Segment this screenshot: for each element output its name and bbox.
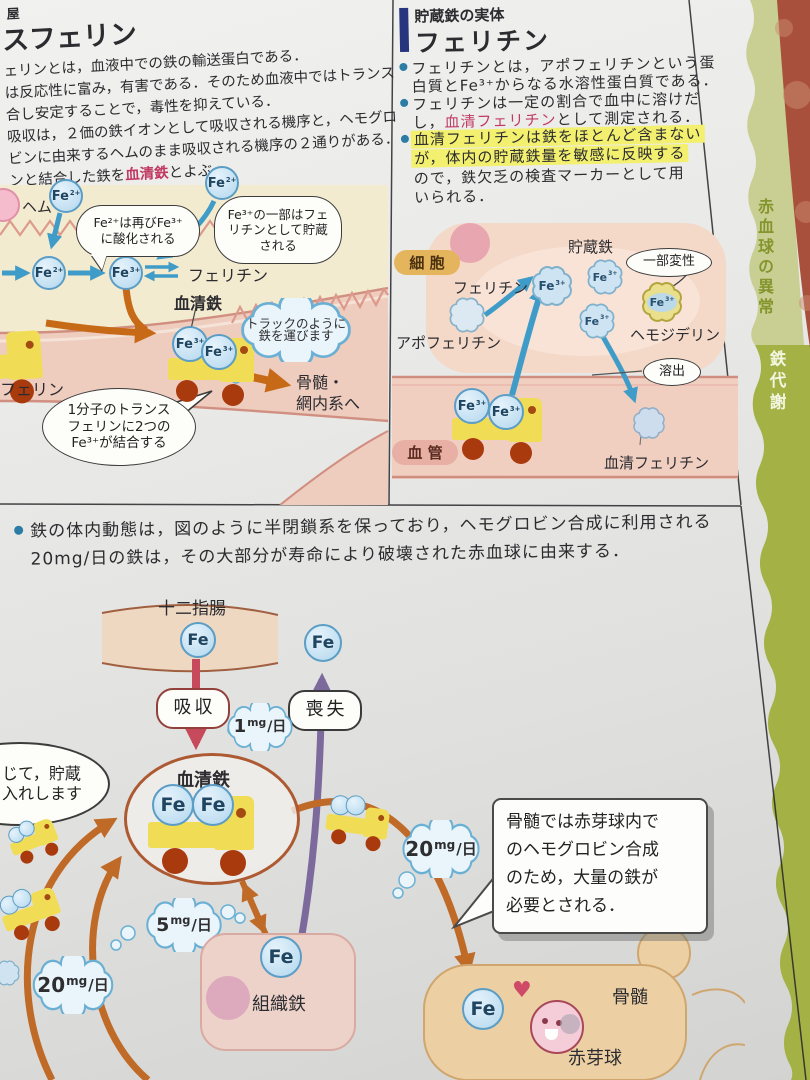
marrow-note-line: 骨髄では赤芽球内で: [506, 812, 659, 832]
note-line: 20mg/日の鉄は，その大部分が寿命により破壊された赤血球に由来する．: [30, 541, 631, 570]
mini-truck: [0, 877, 71, 949]
serum-iron-label: 血清鉄: [174, 294, 223, 313]
fe-ion: Fe: [304, 624, 342, 662]
cell-nucleus-patch: [560, 1014, 580, 1034]
marrow-note-box: 骨髄では赤芽球内で のヘモグロビン合成 のため，大量の鉄が 必要とされる．: [492, 798, 708, 934]
ferritin-label: フェリチン: [453, 279, 529, 297]
left-heading-fragment: スフェリン: [1, 18, 138, 57]
sidebar-tab-section: 鉄代謝: [767, 350, 786, 415]
bone-marrow-label: 骨髄: [612, 987, 648, 1008]
bullet-dot: [400, 134, 409, 144]
serum-ferritin-label: 血清フェリチン: [604, 454, 710, 472]
marrow-note-line: のヘモグロビン合成: [506, 840, 659, 860]
oxidation-speech-bubble: Fe²⁺は再びFe³⁺ に酸化される: [76, 205, 200, 270]
bullet-dot: [399, 62, 408, 72]
transferrin-binding-bubble: 1分子のトランス フェリンに2つの Fe³⁺が結合する: [42, 388, 196, 466]
right-heading: フェリチン: [414, 25, 551, 58]
mouth: [545, 1029, 558, 1040]
bullet-dot: [400, 98, 409, 108]
right-column-text: 貯蔵鉄の実体 フェリチン フェリチンとは，アポフェリチンという蛋 白質とFe³⁺…: [0, 0, 810, 207]
side-tab-dark-strip: [752, 345, 810, 1080]
storage-note-bubble: じて，貯蔵 入れします: [0, 742, 110, 826]
tissue-cell-circle: [206, 976, 250, 1020]
sidebar-tab-chapter: 赤血球の異常: [755, 198, 774, 318]
fe-ion: Fe: [192, 784, 234, 826]
marrow-note-line: のため，大量の鉄が: [506, 868, 659, 888]
storage-speech-bubble: Fe³⁺の一部はフェ リチンとして貯蔵 される: [214, 196, 342, 264]
heme-label: ヘム: [22, 198, 53, 216]
left-column-text: 屋 スフェリン ェリンとは，血液中での鉄の輸送蛋白である． は反応性に富み，有害…: [0, 0, 399, 190]
heading-accent-bar: [399, 7, 410, 53]
marrow-note-line: 必要とされる．: [506, 896, 625, 916]
heart-icon: [512, 978, 532, 1003]
fe-ion: Fe: [152, 784, 194, 826]
partial-denature-bubble: 一部変性: [626, 248, 712, 277]
serum-ferritin-shape: [630, 404, 668, 442]
bullet-line: ので，鉄欠乏の検査マーカーとして用: [413, 164, 685, 188]
bullet-line: いられる．: [413, 187, 495, 207]
tablecloth-background: [775, 0, 810, 348]
fe-ion: Fe: [260, 936, 302, 978]
ferritin-shape-small: [0, 958, 22, 988]
tissue-iron-label: 組織鉄: [252, 994, 306, 1015]
dissolve-bubble: 溶出: [643, 358, 701, 386]
serum-iron-term: 血清鉄: [124, 165, 170, 184]
transferrin-label-fragment: フェリン: [0, 380, 65, 399]
fe-ion: Fe: [462, 988, 504, 1030]
fe-ion: Fe: [180, 622, 216, 658]
ferritin-label: フェリチン: [188, 266, 269, 285]
dissolve-leader: [591, 370, 643, 376]
cell-tag: 細胞: [394, 250, 460, 275]
apoferritin-shape: [446, 294, 488, 336]
mini-truck: [322, 792, 395, 859]
heme-partial-cell: [0, 188, 20, 222]
loss-box: 喪失: [288, 690, 362, 731]
bullet-dot: [14, 525, 24, 535]
storage-iron-label: 貯蔵鉄: [568, 238, 614, 256]
hemosiderin-shape: Fe3+: [638, 278, 686, 326]
to-bone-marrow-label: 骨髄・ 網内系へ: [296, 373, 361, 413]
duodenum-label: 十二指腸: [158, 599, 226, 619]
erythroblast-label: 赤芽球: [568, 1048, 622, 1069]
hemosiderin-label: ヘモジデリン: [630, 326, 721, 344]
truck-thought-cloud: トラックのように 鉄を運びます: [232, 298, 360, 362]
apoferritin-label: アポフェリチン: [396, 334, 502, 352]
absorption-box: 吸収: [156, 688, 230, 729]
eye-dot: [542, 1018, 548, 1024]
serum-iron-truck: [148, 786, 260, 878]
vessel-tag: 血管: [392, 440, 458, 465]
eye-dot: [556, 1020, 562, 1026]
erythroblast-cell: [530, 1000, 584, 1054]
